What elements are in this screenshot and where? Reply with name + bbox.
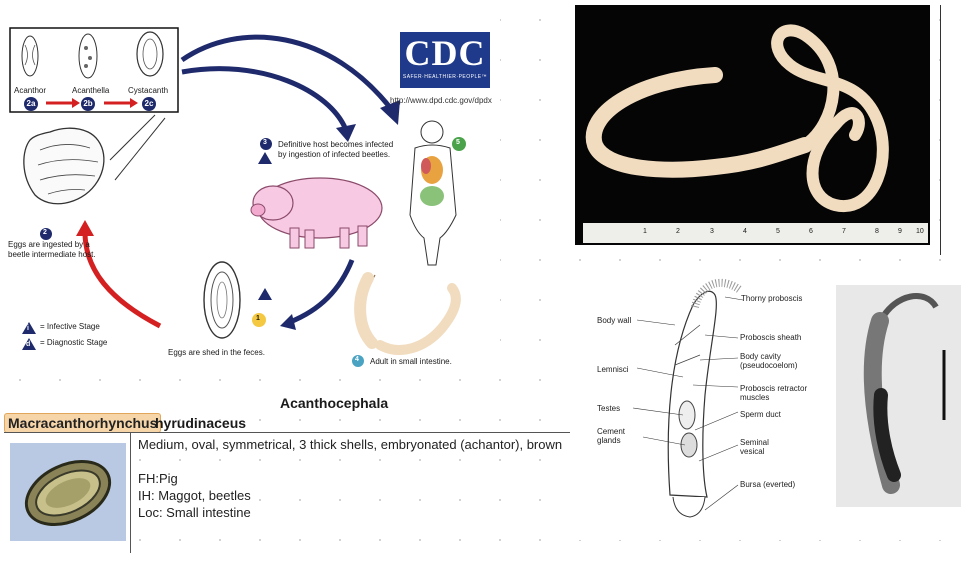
- adult-worm-photo: [575, 5, 930, 245]
- ruler-5: 5: [776, 228, 780, 235]
- section-title: Acanthocephala: [280, 395, 389, 411]
- stage-label-cystacanth: Cystacanth: [128, 86, 169, 95]
- beetle-grub: [23, 127, 105, 205]
- step3-number: 3: [263, 139, 267, 146]
- step2-text: Eggs are ingested by a beetle intermedia…: [8, 240, 96, 259]
- stage-label-acanthor: Acanthor: [14, 86, 47, 95]
- description-ih: IH: Maggot, beetles: [138, 488, 251, 503]
- anatomy-drawing: [632, 278, 744, 518]
- label-lemnisci: Lemnisci: [597, 365, 629, 374]
- stage-5-circle: [452, 137, 466, 151]
- stages-box: [9, 27, 179, 113]
- label-thorny-proboscis: Thorny proboscis: [741, 294, 803, 303]
- species-epithet: hyrudinaceus: [155, 415, 247, 431]
- step3-text: Definitive host becomes infected by inge…: [278, 140, 394, 159]
- acanthella-larva: [78, 33, 98, 79]
- step2-number: 2: [43, 229, 47, 236]
- label-testes: Testes: [597, 404, 621, 413]
- lifecycle-arrows: [9, 27, 466, 367]
- description-line1: Medium, oval, symmetrical, 3 thick shell…: [138, 437, 563, 452]
- label-retractor-muscles: Proboscis retractor muscles: [740, 384, 808, 402]
- description-text: Medium, oval, symmetrical, 3 thick shell…: [138, 436, 562, 521]
- label-cement-glands: Cement glands: [597, 427, 626, 445]
- ruler-6: 6: [809, 228, 813, 235]
- adult-worm: [354, 272, 378, 349]
- egg-micrograph: [10, 443, 126, 541]
- label-sperm-duct: Sperm duct: [740, 410, 781, 419]
- human-head: [420, 120, 444, 144]
- cdc-url: http://www.dpd.cdc.gov/dpdx: [390, 96, 492, 105]
- label-seminal-vesical: Seminal vesical: [740, 438, 769, 456]
- stage-2-circle: [40, 228, 52, 240]
- stage-3-circle: [260, 138, 272, 150]
- label-proboscis-sheath: Proboscis sheath: [740, 333, 802, 342]
- label-bursa: Bursa (everted): [740, 480, 796, 489]
- ruler-8: 8: [875, 228, 879, 235]
- diagnostic-triangle-icon: [22, 338, 36, 350]
- legend-i-letter: i: [27, 325, 29, 332]
- cdc-logo: CDC SAFER·HEALTHIER·PEOPLE™: [400, 32, 490, 88]
- stage-code-2a: 2a: [24, 97, 38, 111]
- stage-4-circle: [352, 355, 364, 367]
- legend-infective: = Infective Stage: [40, 322, 100, 331]
- step5-number: 5: [456, 139, 460, 146]
- legend-diagnostic: = Diagnostic Stage: [40, 338, 108, 347]
- photo-ruler: 1 2 3 4 5 6 7 8 9 10: [583, 226, 928, 238]
- stage-code-2c: 2c: [142, 97, 156, 111]
- ruler-3: 3: [710, 228, 714, 235]
- ruler-9: 9: [898, 228, 902, 235]
- ruler-10: 10: [916, 228, 924, 235]
- stage-1-circle: [252, 313, 266, 327]
- step4-number: 4: [355, 356, 359, 363]
- description-fh: FH:Pig: [138, 471, 178, 486]
- ruler-4: 4: [743, 228, 747, 235]
- stage-code-2b: 2b: [81, 97, 95, 111]
- description-loc: Loc: Small intestine: [138, 505, 251, 520]
- cdc-tagline: SAFER·HEALTHIER·PEOPLE™: [402, 74, 488, 80]
- adult-micrograph: [836, 285, 961, 507]
- acanthor-larva: [21, 35, 39, 77]
- stage-label-acanthella: Acanthella: [72, 86, 110, 95]
- label-body-cavity: Body cavity (pseudocoelom): [740, 352, 798, 370]
- species-genus: Macracanthorhynchus: [4, 413, 162, 433]
- ruler-7: 7: [842, 228, 846, 235]
- egg-shed-text: Eggs are shed in the feces.: [168, 348, 265, 357]
- step1-number: 1: [256, 315, 260, 322]
- ruler-1: 1: [643, 228, 647, 235]
- infective-triangle-icon: [22, 322, 36, 334]
- description-table: [4, 432, 570, 553]
- cystacanth-larva: [136, 31, 164, 77]
- egg-photo-cell: [4, 433, 131, 553]
- legend-d-letter: d: [26, 341, 31, 348]
- photo-border: [940, 5, 941, 255]
- egg-illustration: [203, 261, 241, 339]
- label-body-wall: Body wall: [597, 316, 632, 325]
- step4-text: Adult in small intestine.: [370, 357, 452, 366]
- ruler-2: 2: [676, 228, 680, 235]
- cdc-letters: CDC: [404, 33, 486, 73]
